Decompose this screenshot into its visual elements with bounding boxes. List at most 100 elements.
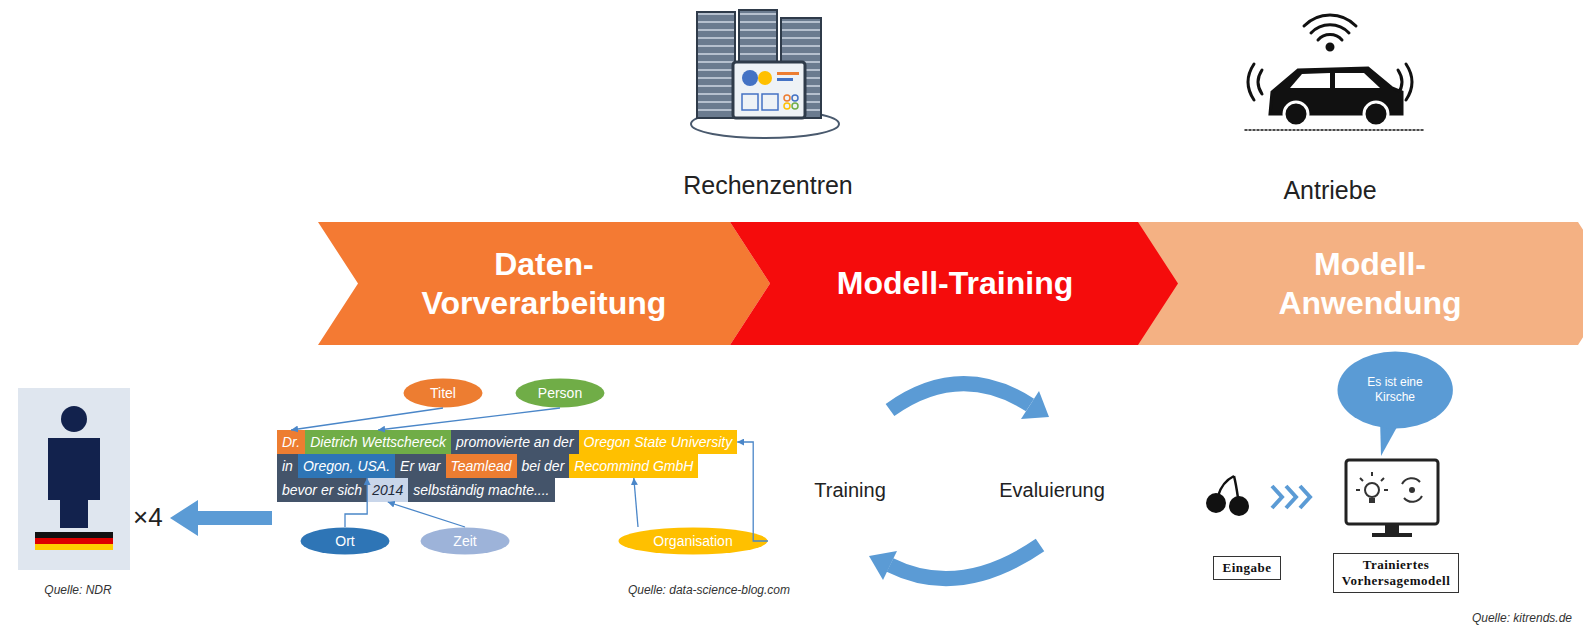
entity-token: Recommind GmbH: [569, 454, 698, 478]
node-text: Dietrich Wettschereck: [310, 430, 446, 454]
node-outline: [318, 222, 770, 345]
node-text: in: [282, 454, 293, 478]
chevron-shape: [318, 222, 770, 345]
person-icon: [61, 406, 87, 432]
server-icon: [742, 70, 758, 86]
caption-box: Trainiertes Vorhersagemodell: [1333, 553, 1460, 594]
flow-chevrons: [1286, 486, 1296, 508]
leader-connector: [378, 408, 560, 430]
monitor-icon: [1356, 472, 1388, 490]
person-icon: [35, 532, 113, 538]
entity-token: 2014: [367, 478, 408, 502]
monitor-icon: [1385, 524, 1399, 534]
person-icon: [35, 544, 113, 550]
node-text: 2014: [372, 478, 403, 502]
node-text: Ort: [335, 533, 354, 550]
node-outline: [1138, 222, 1583, 345]
text-token: in: [277, 454, 298, 478]
flow-chevrons: [1272, 486, 1282, 508]
monitor-icon: [1346, 460, 1438, 524]
leader-connector: [345, 478, 367, 527]
server-icon: [777, 78, 793, 81]
node-text: Person: [538, 385, 582, 402]
server-icon: [733, 62, 805, 118]
person-icon: [18, 388, 130, 570]
car-icon: [1290, 73, 1330, 88]
text-label: Training: [814, 478, 886, 502]
server-icon: [784, 95, 790, 101]
caption-box: Eingabe: [1213, 556, 1280, 580]
monitor-icon: [1369, 498, 1375, 503]
leader-connector: [291, 408, 443, 430]
entity-token: Oregon State University: [579, 430, 738, 454]
node-text: Eingabe: [1222, 560, 1271, 576]
node-text: Teamlead: [451, 454, 512, 478]
car-icon: [1364, 102, 1388, 126]
cycle-arrows: [890, 545, 1040, 579]
process-chevron: Daten- Vorverarbeitung: [318, 222, 770, 345]
node-text: Dr.: [282, 430, 300, 454]
node-text: bei der: [522, 454, 565, 478]
leader-connector: [388, 502, 465, 527]
car-icon: [1284, 102, 1308, 126]
server-icon: [762, 94, 778, 110]
cycle-arrows: [1021, 391, 1049, 419]
cherry-icon: [1206, 476, 1249, 516]
server-icon: [697, 12, 735, 118]
text-token: promovierte an der: [451, 430, 579, 454]
cycle-arrows: [869, 551, 897, 580]
node-text: Daten- Vorverarbeitung: [422, 245, 667, 322]
person-icon: [18, 388, 130, 570]
monitor-icon: [1346, 460, 1438, 537]
entity-token: Teamlead: [446, 454, 517, 478]
speech-bubble: Es ist eine Kirsche: [1337, 351, 1453, 429]
node-text: Oregon, USA.: [303, 454, 390, 478]
node-text: Modell-Training: [837, 264, 1073, 302]
server-icon: [691, 10, 839, 138]
pointer-arrow: [170, 500, 272, 536]
chevron-shape: [1138, 222, 1583, 345]
chevron-shape: [730, 222, 1180, 345]
entity-token: Dietrich Wettschereck: [305, 430, 451, 454]
text-label: Antriebe: [1283, 175, 1376, 205]
pointer-arrow: [170, 500, 272, 536]
text-label: ×4: [133, 502, 163, 533]
node-text: Zeit: [453, 533, 476, 550]
person-icon: [48, 438, 100, 528]
monitor-icon: [1402, 478, 1422, 502]
entity-type-ellipse: Organisation: [618, 527, 768, 555]
entity-token: Oregon, USA.: [298, 454, 395, 478]
cycle-arrows: [890, 384, 1030, 410]
node-text: Er war: [400, 454, 440, 478]
ellipse-shape: [404, 379, 483, 408]
ellipse-shape: [1337, 352, 1452, 429]
ellipse-shape: [301, 528, 390, 555]
server-icon: [792, 95, 798, 101]
source-note: Quelle: data-science-blog.com: [628, 583, 790, 597]
leader-connector: [737, 442, 768, 541]
flow-chevrons: [1272, 486, 1310, 508]
car-icon: [1245, 129, 1425, 131]
source-note: Quelle: NDR: [44, 583, 111, 597]
server-icon: [777, 72, 799, 75]
text-label: Rechenzentren: [683, 170, 853, 200]
entity-type-ellipse: Zeit: [420, 527, 510, 555]
server-icon: [742, 94, 758, 110]
car-icon: [1327, 44, 1333, 50]
car-icon: [1318, 35, 1342, 40]
node-text: bevor er sich: [282, 478, 362, 502]
car-icon: [1406, 64, 1412, 100]
car-icon: [1304, 15, 1356, 26]
node-text: Titel: [430, 385, 456, 402]
car-icon: [1258, 70, 1262, 94]
process-chevron: Modell- Anwendung: [1138, 222, 1583, 345]
cherry-icon: [1229, 496, 1249, 516]
text-token: Er war: [395, 454, 445, 478]
source-note: Quelle: kitrends.de: [1472, 611, 1572, 625]
monitor-icon: [1372, 533, 1412, 537]
flow-chevrons: [1300, 486, 1310, 508]
node-text: selbständig machte....: [413, 478, 549, 502]
node-text: Es ist eine Kirsche: [1359, 375, 1431, 405]
